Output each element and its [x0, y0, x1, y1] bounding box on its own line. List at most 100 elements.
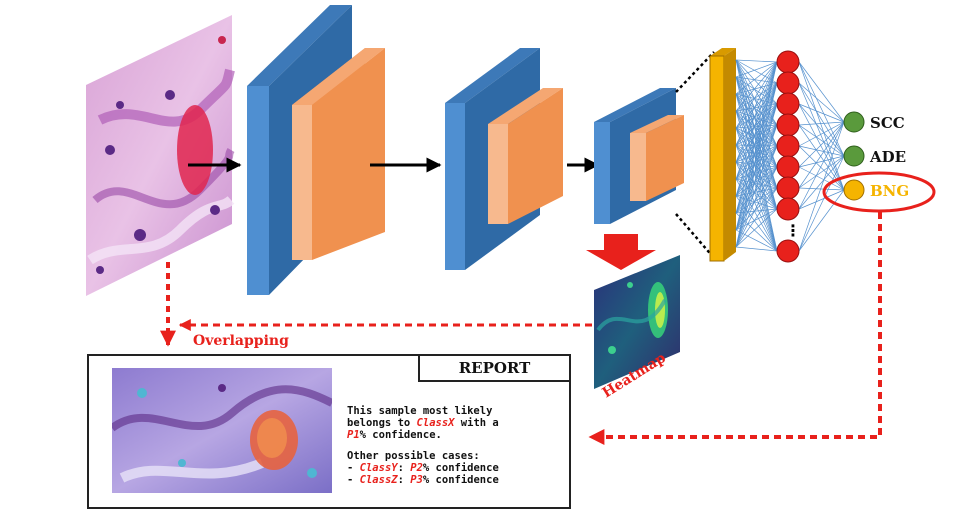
conv-layer-2 — [445, 48, 563, 270]
hidden-neuron — [776, 155, 800, 179]
conv-layer-3 — [594, 88, 684, 224]
link — [735, 61, 778, 78]
hidden-neuron — [776, 239, 800, 263]
case-1: - ClassY: P2% confidence — [347, 462, 499, 474]
link — [798, 145, 845, 157]
hidden-neurons — [776, 50, 800, 263]
link — [735, 124, 778, 248]
overlapping-label: Overlapping — [193, 333, 289, 349]
link — [735, 61, 778, 129]
output-neuron-ade — [843, 145, 865, 167]
selected-class-highlight — [822, 171, 936, 213]
class-x: ClassX — [416, 417, 455, 429]
link — [735, 103, 778, 248]
link — [798, 189, 845, 252]
link — [798, 61, 845, 157]
connector-top — [675, 51, 715, 93]
link — [735, 61, 778, 146]
report-feedback-path — [588, 212, 882, 445]
link — [798, 103, 845, 157]
link — [798, 121, 845, 252]
report-title: REPORT — [418, 356, 569, 382]
class-label-scc: SCC — [870, 114, 905, 132]
hidden-neuron — [776, 113, 800, 137]
link — [798, 61, 845, 123]
link — [735, 124, 778, 231]
neuron-ellipsis: ⋮ — [785, 221, 801, 240]
link — [798, 124, 845, 157]
link — [798, 189, 845, 210]
link — [798, 155, 845, 210]
conv-layer-1 — [247, 5, 385, 295]
hidden-neuron — [776, 176, 800, 200]
link — [798, 155, 845, 252]
link — [735, 61, 778, 95]
fully-connected-links — [735, 59, 845, 252]
output-neuron-bng — [843, 179, 865, 201]
link — [798, 121, 845, 210]
link — [735, 61, 778, 163]
link — [735, 61, 778, 231]
report-line-2: belongs to ClassX with a — [347, 417, 499, 429]
link — [735, 61, 778, 248]
link — [798, 121, 845, 168]
link — [735, 103, 778, 214]
link — [735, 187, 778, 248]
report-text: This sample most likely belongs to Class… — [347, 405, 567, 486]
report-line-3: P1% confidence. — [347, 429, 442, 441]
link — [735, 61, 778, 214]
class-z: ClassZ — [359, 474, 398, 486]
output-neuron-scc — [843, 111, 865, 133]
link — [735, 61, 778, 197]
link — [735, 82, 778, 231]
link — [798, 155, 845, 189]
link — [735, 82, 778, 197]
hidden-neuron — [776, 71, 800, 95]
link — [735, 124, 778, 214]
class-label-ade: ADE — [869, 148, 906, 166]
overlay-image — [112, 368, 332, 493]
link — [735, 145, 778, 248]
link — [735, 166, 778, 248]
input-tissue-image — [86, 15, 235, 296]
link — [735, 124, 778, 197]
link — [735, 124, 778, 180]
link — [735, 103, 778, 180]
hidden-neuron — [776, 50, 800, 74]
link — [735, 103, 778, 231]
link — [735, 124, 778, 163]
link — [735, 61, 778, 112]
p3-value: P3 — [410, 474, 423, 486]
link — [735, 103, 778, 197]
link — [798, 187, 845, 191]
link — [735, 103, 778, 163]
link — [735, 59, 778, 63]
other-cases-heading: Other possible cases: — [347, 450, 480, 462]
link — [735, 82, 778, 180]
link — [735, 82, 778, 248]
p2-value: P2 — [410, 462, 423, 474]
hidden-neuron — [776, 92, 800, 116]
link — [798, 166, 845, 191]
link — [798, 121, 845, 126]
connector-bottom — [675, 213, 715, 259]
heatmap-image — [594, 255, 680, 389]
class-label-bng: BNG — [870, 182, 909, 200]
link — [798, 61, 845, 191]
hidden-neuron — [776, 197, 800, 221]
class-y: ClassY — [359, 462, 398, 474]
flatten-layer — [709, 48, 736, 262]
heatmap-arrow — [586, 234, 656, 270]
link — [798, 145, 845, 191]
p1-value: P1 — [347, 429, 360, 441]
report-line-1: This sample most likely — [347, 405, 493, 417]
link — [735, 61, 778, 180]
link — [798, 155, 845, 168]
link — [735, 246, 778, 252]
link — [735, 82, 778, 214]
link — [798, 121, 845, 189]
hidden-neuron — [776, 134, 800, 158]
link — [735, 208, 778, 248]
link — [798, 103, 845, 123]
